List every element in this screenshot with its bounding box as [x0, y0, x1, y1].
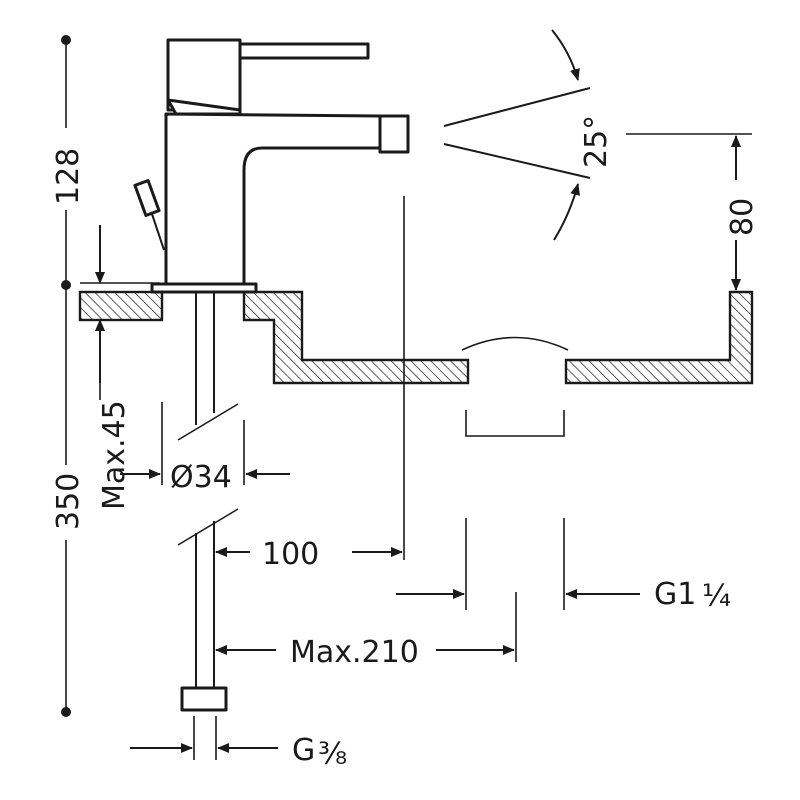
- supply-pipe: [177, 292, 239, 712]
- popup-rod: [133, 179, 165, 251]
- deck-right: [242, 290, 470, 385]
- waste-cover: [461, 336, 569, 351]
- waste-thread-dimension: G1 ¼: [396, 518, 731, 614]
- spout-body: [164, 112, 382, 286]
- supply-connector: [180, 686, 228, 712]
- overall-height-dimension: 128 350: [51, 35, 86, 717]
- max-deck-label: Max.45: [97, 400, 132, 510]
- max-reach-dimension: Max.210: [215, 592, 517, 670]
- supply-thread-frac-label: ⅜: [318, 737, 347, 772]
- deck-thickness-dimension: Max.45: [80, 225, 160, 510]
- bidet-section: [78, 290, 754, 437]
- diameter-label: Ø34: [170, 460, 232, 495]
- spray-angle-label: 25°: [579, 115, 614, 168]
- waste-body: [465, 410, 565, 437]
- supply-thread-dimension: G ⅜: [130, 716, 347, 772]
- rim-height-dimension: 80: [626, 133, 760, 291]
- spout-reach-label: 100: [262, 537, 319, 572]
- spout-height-label: 128: [51, 148, 86, 205]
- waste-thread-frac-label: ¼: [702, 579, 731, 614]
- lever-handle: [236, 42, 370, 60]
- spout-reach-dimension: 100: [215, 196, 405, 572]
- lever-cartridge: [166, 38, 242, 112]
- waste-thread-main-label: G1: [654, 577, 696, 612]
- bowl-rim-right: [564, 290, 754, 385]
- overall-height-label: 350: [51, 473, 86, 530]
- deck-left: [78, 290, 164, 322]
- spray-nozzle: [378, 114, 410, 154]
- base-flange: [150, 282, 258, 294]
- max-reach-label: Max.210: [290, 635, 419, 670]
- faucet-body: [133, 38, 410, 294]
- supply-thread-main-label: G: [292, 733, 315, 768]
- rim-height-label: 80: [725, 198, 760, 236]
- diameter-dimension: Ø34: [120, 402, 290, 495]
- spray-angle-dimension: 25°: [443, 29, 614, 241]
